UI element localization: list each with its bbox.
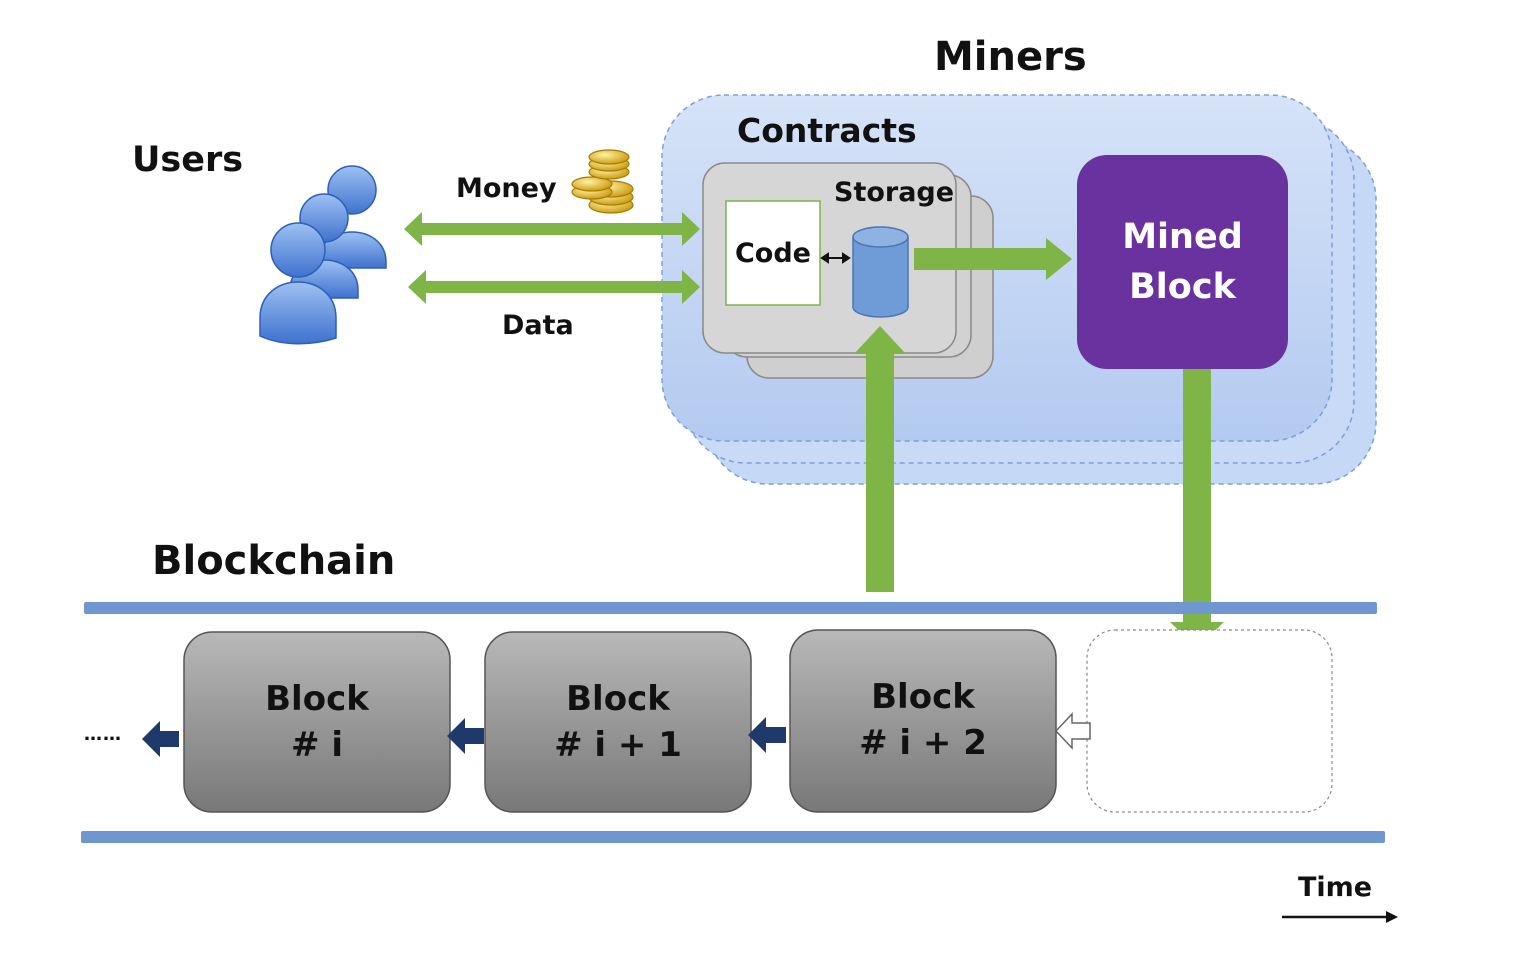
block-i-plus-2	[789, 629, 1057, 813]
block-i-label: Block # i	[184, 632, 450, 812]
users-icon	[259, 165, 387, 345]
blockchain-label: Blockchain	[152, 538, 396, 584]
block-number: # i	[291, 725, 343, 765]
mined-block	[1077, 155, 1288, 369]
chain-arrow-icon	[447, 718, 484, 754]
storage-to-mined-arrow	[914, 238, 1072, 280]
money-label: Money	[456, 173, 557, 204]
mined-block-line2: Block	[1129, 267, 1236, 307]
users-label: Users	[132, 140, 244, 180]
data-double-arrow	[408, 270, 700, 304]
storage-label: Storage	[834, 177, 955, 208]
block-number: # i + 1	[554, 725, 682, 765]
code-label: Code	[734, 237, 811, 269]
time-label: Time	[1298, 872, 1373, 903]
chain-arrow-icon	[748, 717, 786, 753]
block-i-plus-1-label: Block # i + 1	[485, 632, 751, 812]
block-i-plus-2-label: Block # i + 2	[790, 630, 1056, 810]
block-title: Block	[265, 679, 369, 719]
storage-cylinder-icon	[852, 226, 909, 318]
chain-arrow-outline-icon	[1054, 712, 1091, 750]
mined-block-line1: Mined	[1122, 217, 1243, 257]
contracts-label: Contracts	[737, 111, 917, 150]
chain-arrow-icon	[142, 721, 179, 757]
blockchain-top-rail	[84, 602, 1377, 614]
mined-block-label: Mined Block	[1077, 155, 1288, 369]
miners-title: Miners	[934, 34, 1087, 80]
block-i-plus-1	[484, 631, 752, 813]
coins-icon	[571, 149, 634, 214]
code-storage-link-icon	[820, 252, 851, 264]
blockchain-bottom-rail	[81, 831, 1385, 843]
money-double-arrow	[404, 212, 700, 246]
data-label: Data	[502, 310, 574, 341]
time-arrow	[1282, 911, 1398, 923]
block-number: # i + 2	[859, 723, 987, 763]
block-title: Block	[566, 679, 670, 719]
block-i	[183, 631, 451, 813]
chain-ellipsis: ……	[84, 724, 122, 745]
blockchain-to-storage-arrow	[854, 326, 906, 592]
future-block-placeholder	[1086, 629, 1333, 813]
block-title: Block	[871, 677, 975, 717]
code-box	[725, 200, 821, 306]
